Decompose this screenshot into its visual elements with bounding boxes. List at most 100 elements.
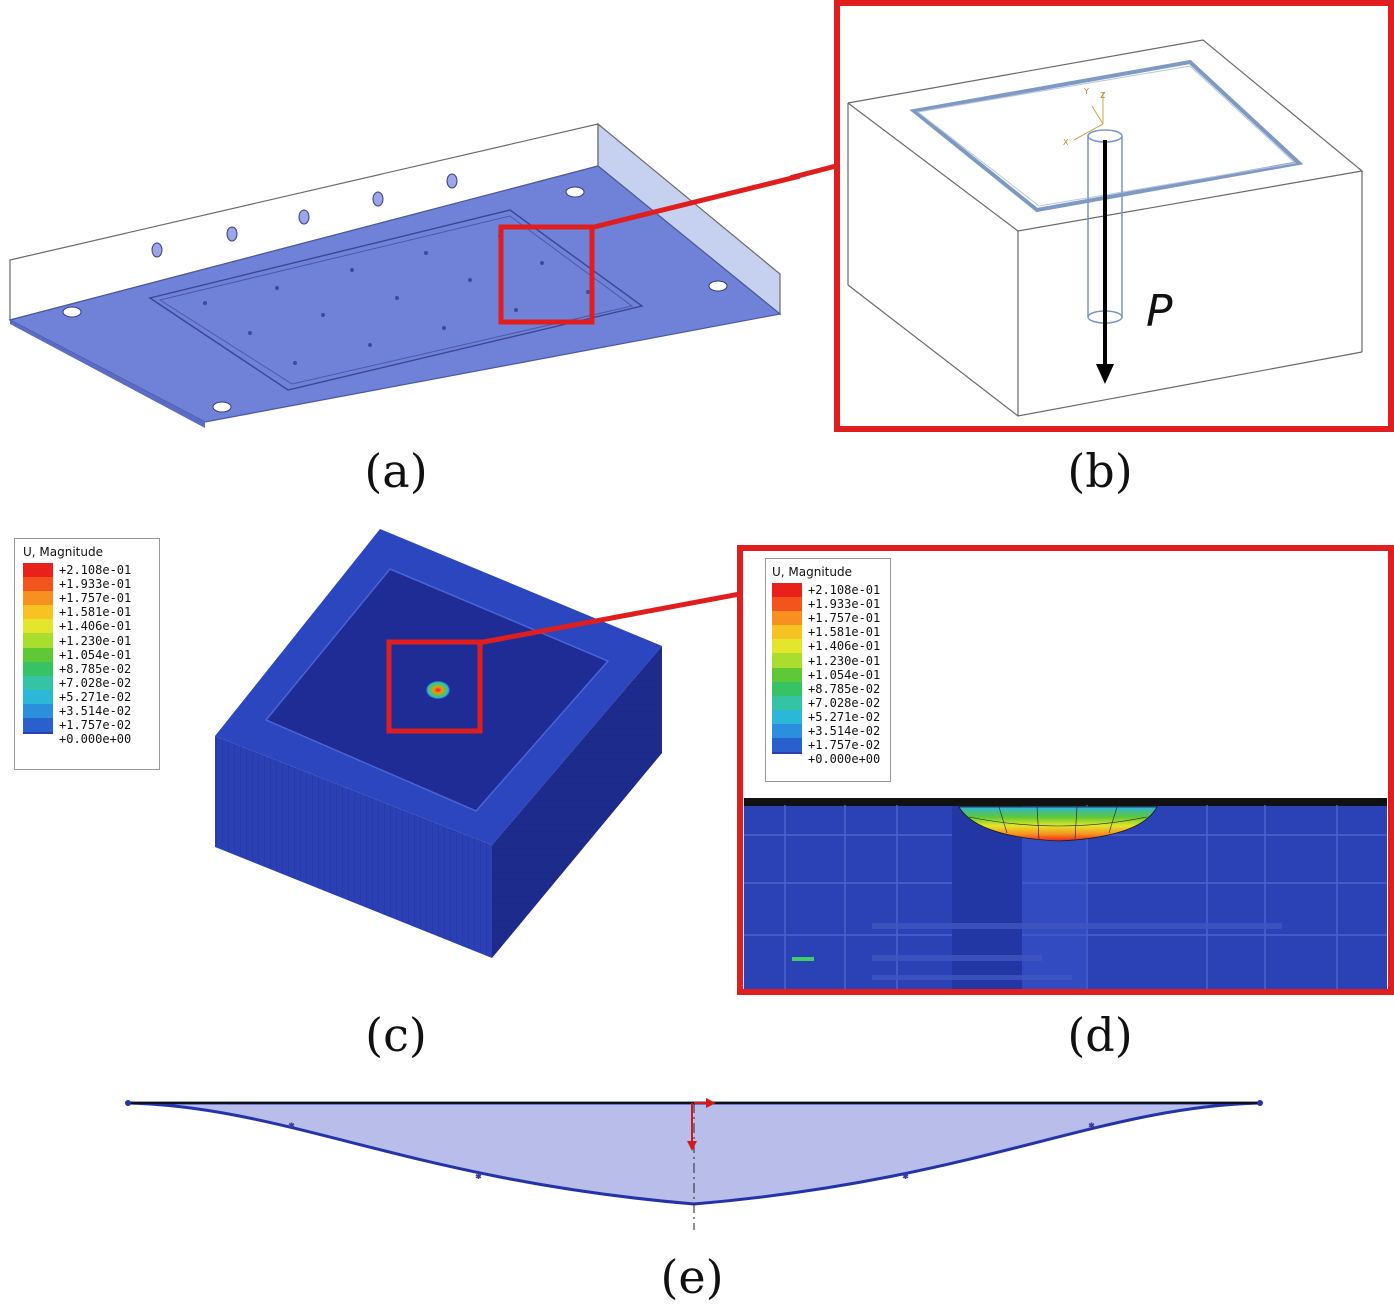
legend-swatch: [772, 752, 802, 766]
legend-swatch: [23, 577, 53, 592]
legend-d-title: U, Magnitude: [772, 565, 852, 579]
legend-row: +3.514e-02: [772, 723, 884, 739]
legend-swatch: [772, 639, 802, 654]
svg-text:*: *: [1089, 1122, 1094, 1133]
legend-value: +1.054e-01: [808, 667, 881, 682]
legend-value: +5.271e-02: [808, 709, 881, 724]
legend-row: +1.406e-01: [23, 619, 151, 634]
svg-text:*: *: [903, 1173, 908, 1184]
legend-row: +1.230e-01: [772, 653, 884, 668]
panel-b-detail: Z Y X P: [834, 0, 1394, 432]
legend-row: +5.271e-02: [23, 689, 151, 704]
legend-row: +2.108e-01: [772, 583, 884, 598]
block-side-face: [492, 646, 662, 958]
legend-swatch: [772, 723, 802, 739]
legend-c: U, Magnitude +2.108e-01+1.933e-01+1.757e…: [14, 538, 160, 770]
legend-value: +3.514e-02: [808, 723, 881, 738]
legend-swatch: [772, 695, 802, 710]
legend-row: +8.785e-02: [772, 681, 884, 696]
legend-swatch: [23, 718, 53, 733]
legend-row: +3.514e-02: [23, 703, 151, 719]
highlight-box-c: [386, 639, 483, 734]
legend-row: +0.000e+00: [23, 732, 151, 746]
legend-swatch: [772, 583, 802, 598]
legend-value: +1.757e-01: [808, 611, 881, 626]
legend-row: +1.406e-01: [772, 639, 884, 654]
legend-d-rows: +2.108e-01+1.933e-01+1.757e-01+1.581e-01…: [772, 583, 884, 766]
legend-c-rows: +2.108e-01+1.933e-01+1.757e-01+1.581e-01…: [23, 563, 151, 746]
legend-value: +1.581e-01: [59, 605, 132, 620]
inner-plate: [909, 59, 1304, 213]
legend-row: +7.028e-02: [23, 675, 151, 690]
panel-e-deflection-profile: * * * *: [125, 1098, 1263, 1230]
side-holes: [151, 173, 458, 258]
legend-row: +1.581e-01: [772, 625, 884, 640]
legend-value: +2.108e-01: [59, 563, 132, 578]
connector-a-b: [589, 173, 800, 231]
legend-swatch: [772, 611, 802, 626]
legend-row: +8.785e-02: [23, 661, 151, 676]
legend-value: +1.230e-01: [59, 633, 132, 648]
legend-value: +7.028e-02: [59, 675, 132, 690]
legend-value: +8.785e-02: [59, 661, 132, 676]
axis-y-label: Y: [1083, 87, 1089, 96]
deformation-bowl: [958, 806, 1158, 842]
legend-swatch: [772, 667, 802, 682]
svg-text:*: *: [289, 1122, 294, 1133]
plate-front-edge: [10, 320, 205, 428]
section-artifacts: [872, 923, 1282, 980]
caption-d: (d): [1067, 1008, 1133, 1062]
svg-text:*: *: [476, 1173, 481, 1184]
panel-c-contour-block: [215, 529, 740, 958]
legend-swatch: [772, 597, 802, 612]
legend-row: +7.028e-02: [772, 695, 884, 710]
legend-row: +1.757e-02: [23, 718, 151, 733]
plate-pocket-inner: [158, 215, 634, 385]
legend-row: +1.933e-01: [23, 577, 151, 592]
legend-value: +1.757e-02: [808, 738, 881, 753]
legend-value: +1.757e-02: [59, 718, 132, 733]
legend-row: +5.271e-02: [772, 709, 884, 724]
legend-value: +3.514e-02: [59, 703, 132, 718]
legend-swatch: [23, 591, 53, 606]
legend-swatch: [23, 619, 53, 634]
legend-value: +1.581e-01: [808, 625, 881, 640]
legend-value: +8.785e-02: [808, 681, 881, 696]
legend-swatch: [23, 661, 53, 676]
legend-swatch: [772, 653, 802, 668]
axis-z-label: Z: [1100, 91, 1106, 100]
legend-value: +2.108e-01: [808, 583, 881, 598]
load-label: P: [1146, 286, 1173, 337]
legend-value: +1.406e-01: [59, 619, 132, 634]
legend-row: +1.054e-01: [772, 667, 884, 682]
legend-swatch: [772, 681, 802, 696]
legend-swatch: [23, 689, 53, 704]
legend-swatch: [23, 703, 53, 719]
legend-value: +1.230e-01: [808, 653, 881, 668]
legend-d: U, Magnitude +2.108e-01+1.933e-01+1.757e…: [765, 558, 891, 782]
legend-row: +1.757e-01: [23, 591, 151, 606]
block-front-face: [215, 736, 492, 958]
legend-row: +1.581e-01: [23, 605, 151, 620]
legend-swatch: [772, 738, 802, 753]
legend-row: +1.230e-01: [23, 633, 151, 648]
pocket-dots: [203, 234, 590, 365]
axis-triad: [1073, 92, 1104, 141]
legend-value: +1.757e-01: [59, 591, 132, 606]
load-arrow-head: [1096, 364, 1114, 384]
legend-value: +0.000e+00: [808, 752, 881, 767]
highlight-box-a: [498, 224, 595, 325]
legend-swatch: [23, 563, 53, 578]
legend-row: +1.933e-01: [772, 597, 884, 612]
legend-value: +1.406e-01: [808, 639, 881, 654]
legend-swatch: [772, 709, 802, 724]
legend-value: +5.271e-02: [59, 689, 132, 704]
legend-row: +2.108e-01: [23, 563, 151, 578]
legend-row: +1.757e-01: [772, 611, 884, 626]
legend-swatch: [23, 675, 53, 690]
legend-value: +1.933e-01: [59, 577, 132, 592]
curve-node-markers: * * * *: [289, 1122, 1095, 1185]
legend-row: +1.054e-01: [23, 647, 151, 662]
legend-value: +7.028e-02: [808, 695, 881, 710]
legend-swatch: [23, 732, 53, 746]
